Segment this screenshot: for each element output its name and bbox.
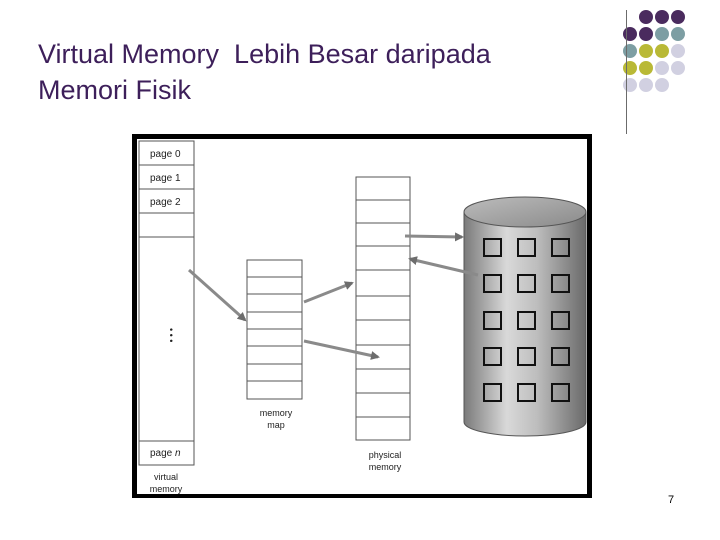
page-1-label: page 1 (150, 173, 181, 184)
decorative-dot (655, 44, 669, 58)
decorative-dot (639, 44, 653, 58)
decorative-dot (655, 61, 669, 75)
disk-block (551, 311, 570, 330)
disk-block (551, 383, 570, 402)
arrow-map-to-physical-2 (303, 339, 380, 360)
decorative-dot (639, 78, 653, 92)
physical-memory-label-line1: physical (369, 450, 402, 460)
decorative-dot (639, 61, 653, 75)
arrow-vm-to-map (188, 268, 247, 322)
page-n-prefix: page (150, 448, 175, 459)
slide-page-number: 7 (668, 494, 675, 506)
decorative-dot (671, 44, 685, 58)
ellipsis-dots: • • • (166, 328, 176, 342)
decorative-dot (639, 10, 653, 24)
disk-block (517, 311, 536, 330)
page-2-label: page 2 (150, 197, 181, 208)
decorative-dot-grid (623, 10, 685, 92)
page-n-variable: n (175, 448, 181, 459)
title-line-2: Memori Fisik (38, 75, 191, 105)
disk-block (483, 274, 502, 293)
page-0-label: page 0 (150, 149, 181, 160)
disk-block (551, 274, 570, 293)
disk-block (517, 274, 536, 293)
disk-block (551, 238, 570, 257)
mapping-arrows (188, 232, 479, 360)
decorative-dot (671, 61, 685, 75)
physical-memory-column: physical memory (355, 176, 411, 472)
decorative-dot (671, 27, 685, 41)
arrow-disk-to-physical (408, 256, 479, 277)
memory-map-label-line1: memory (260, 408, 293, 418)
physical-memory-label-line2: memory (369, 462, 402, 472)
memory-map-column: memory map (246, 259, 303, 430)
decorative-vertical-line (626, 10, 627, 134)
page-n-label: page n (150, 448, 181, 459)
disk-block (517, 383, 536, 402)
virtual-memory-column: page 0 page 1 page 2 page n • • • virtua… (138, 140, 195, 494)
virtual-memory-label-line2: memory (150, 484, 183, 494)
disk-block (517, 238, 536, 257)
disk-block (483, 311, 502, 330)
decorative-dot (655, 27, 669, 41)
arrow-map-to-physical-1 (303, 281, 354, 304)
decorative-dot (671, 10, 685, 24)
decorative-dot (655, 78, 669, 92)
title-line-1: Virtual Memory Lebih Besar daripada (38, 39, 491, 69)
disk-block (483, 347, 502, 366)
arrow-physical-to-disk (404, 232, 464, 242)
disk-block (517, 347, 536, 366)
virtual-memory-label-line1: virtual (154, 472, 178, 482)
disk-cylinder-icon (463, 196, 587, 437)
decorative-dot (655, 10, 669, 24)
decorative-dot (639, 27, 653, 41)
disk-block (551, 347, 570, 366)
disk-block (483, 383, 502, 402)
disk-block (483, 238, 502, 257)
memory-map-label-line2: map (267, 420, 285, 430)
